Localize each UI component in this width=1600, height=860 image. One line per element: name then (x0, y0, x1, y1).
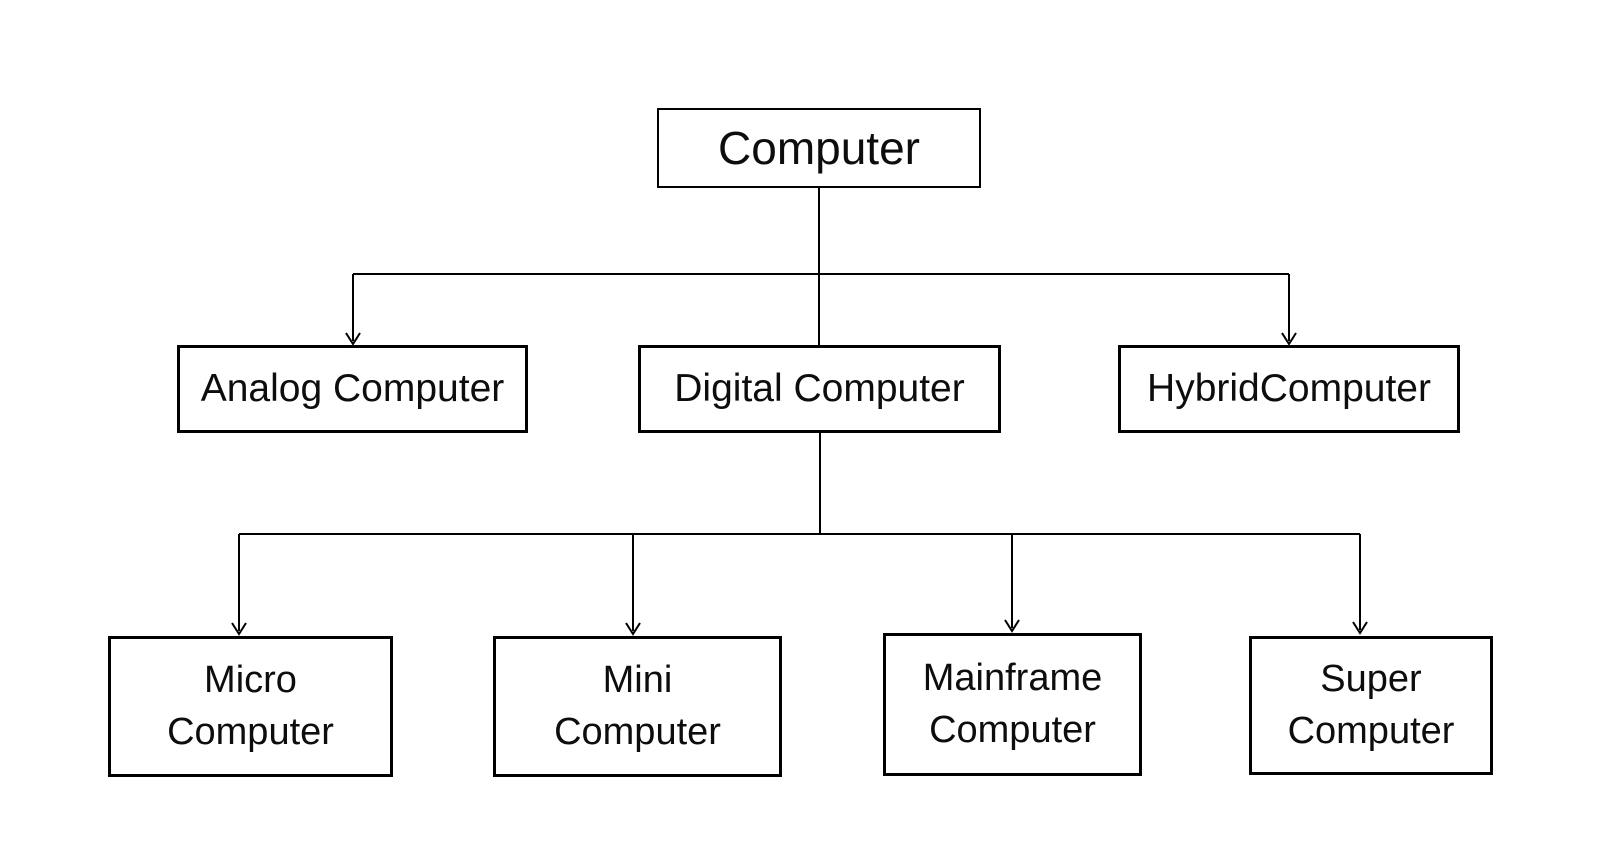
node-mainframe-computer-label-line2: Computer (929, 708, 1096, 751)
node-hybrid-computer-label: HybridComputer (1147, 366, 1431, 410)
arrowhead-down-icon (1281, 332, 1297, 346)
arrowhead-down-icon (231, 622, 247, 636)
arrowhead-down-icon (625, 622, 641, 636)
arrowhead-down-icon (1352, 621, 1368, 635)
node-computer-label: Computer (718, 121, 920, 174)
node-super-computer: Super Computer (1249, 636, 1493, 775)
node-super-computer-label-line2: Computer (1287, 709, 1455, 752)
node-super-computer-label-line1: Super (1320, 658, 1422, 701)
node-mini-computer-label-line1: Mini (602, 659, 673, 702)
node-analog-computer-label: Analog Computer (200, 366, 505, 410)
node-micro-computer: Micro Computer (108, 636, 393, 777)
node-computer: Computer (657, 108, 981, 188)
node-micro-computer-label-line2: Computer (167, 710, 334, 753)
node-mainframe-computer: Mainframe Computer (883, 633, 1142, 776)
node-mini-computer: Mini Computer (493, 636, 782, 777)
node-digital-computer: Digital Computer (638, 345, 1001, 433)
node-mini-computer-label-line2: Computer (554, 710, 721, 753)
node-hybrid-computer: HybridComputer (1118, 345, 1460, 433)
node-digital-computer-label: Digital Computer (674, 366, 965, 410)
node-mainframe-computer-label-line1: Mainframe (922, 657, 1103, 700)
connector-group (231, 188, 1368, 636)
arrowhead-down-icon (345, 332, 361, 346)
node-analog-computer: Analog Computer (177, 345, 528, 433)
arrowhead-down-icon (1004, 619, 1020, 633)
node-micro-computer-label-line1: Micro (204, 659, 297, 702)
